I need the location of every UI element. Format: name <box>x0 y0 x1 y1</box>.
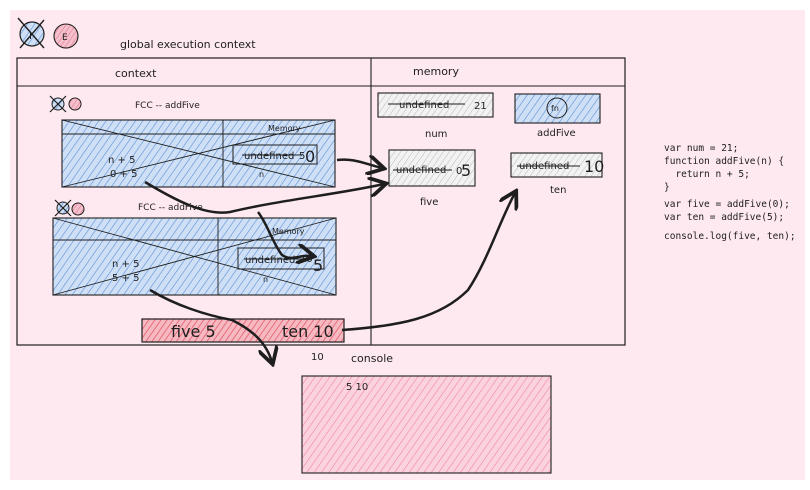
fcc1-header: FCC -- addFive <box>49 95 200 113</box>
code-line: console.log(five, ten); <box>664 231 796 242</box>
global-context-title: global execution context <box>120 38 256 51</box>
context-column-label: context <box>115 67 157 80</box>
global-context-frame <box>16 57 626 346</box>
svg-text:5: 5 <box>461 161 471 180</box>
cross-out-line <box>17 17 45 49</box>
cross-out-line <box>19 19 45 49</box>
svg-text:num: num <box>425 129 447 140</box>
fcc2-box: Memory n + 5 5 + 5 undefined 10 5 n <box>52 217 337 296</box>
svg-text:5: 5 <box>299 151 305 162</box>
memory-slot-ten: undefined 10 ten <box>510 152 604 196</box>
svg-text:0: 0 <box>456 166 462 177</box>
svg-text:n + 5: n + 5 <box>112 259 139 270</box>
svg-text:n: n <box>259 170 264 179</box>
svg-text:addFive: addFive <box>537 128 576 139</box>
console-box: 5 10 <box>301 375 552 474</box>
cross-out-line <box>61 119 336 188</box>
svg-text:undefined: undefined <box>244 151 294 162</box>
code-line: var five = addFive(0); <box>664 199 790 210</box>
code-line: return n + 5; <box>664 169 750 180</box>
arrow-return-to-five <box>144 182 384 214</box>
cross-out-line <box>52 217 337 296</box>
svg-text:5 + 5: 5 + 5 <box>112 273 139 284</box>
memory-slot-num: undefined 21 num <box>377 92 494 140</box>
code-line: function addFive(n) { <box>664 156 784 167</box>
code-listing: var num = 21; function addFive(n) { retu… <box>664 143 796 242</box>
svg-text:undefined: undefined <box>399 100 449 111</box>
svg-text:5 10: 5 10 <box>346 382 368 393</box>
arrow-fcc1-to-five <box>336 160 382 168</box>
fcc1-box: Memory n + 5 0 + 5 undefined 5 0 n <box>61 119 336 188</box>
svg-text:FCC -- addFive: FCC -- addFive <box>138 203 203 213</box>
code-line: var ten = addFive(5); <box>664 212 784 223</box>
svg-text:0: 0 <box>305 147 315 166</box>
arrow-to-fcc2-slot <box>257 211 312 258</box>
memory-slot-five: undefined 0 5 five <box>388 149 476 208</box>
svg-text:Memory: Memory <box>272 227 305 236</box>
svg-text:five 5: five 5 <box>171 322 216 341</box>
arrow-console-call-to-ten <box>341 193 515 332</box>
svg-text:E: E <box>62 33 68 43</box>
console-ten-label: 10 <box>311 352 324 363</box>
code-line: } <box>664 182 670 193</box>
global-e-badge: E <box>53 23 79 49</box>
svg-text:undefined: undefined <box>245 255 295 266</box>
svg-text:0 + 5: 0 + 5 <box>110 169 137 180</box>
memory-slot-addfive: fn addFive <box>514 93 601 139</box>
arrow-to-console-call <box>149 288 272 362</box>
svg-text:ten: ten <box>550 185 566 196</box>
svg-text:FCC -- addFive: FCC -- addFive <box>135 101 200 111</box>
svg-text:fn: fn <box>551 104 559 113</box>
svg-text:5: 5 <box>313 256 323 275</box>
code-line: var num = 21; <box>664 143 738 154</box>
svg-text:n + 5: n + 5 <box>108 155 135 166</box>
svg-text:21: 21 <box>474 101 487 112</box>
svg-text:10: 10 <box>584 157 604 176</box>
fcc2-header: FCC -- addFive <box>54 199 203 217</box>
svg-text:Memory: Memory <box>268 124 301 133</box>
svg-text:ten 10: ten 10 <box>282 322 334 341</box>
console-label: console <box>351 352 393 365</box>
memory-column-label: memory <box>413 65 459 78</box>
svg-text:n: n <box>263 275 268 284</box>
svg-text:five: five <box>420 197 438 208</box>
console-log-call: five 5 ten 10 <box>141 318 345 343</box>
global-i-badge: I <box>17 17 45 49</box>
